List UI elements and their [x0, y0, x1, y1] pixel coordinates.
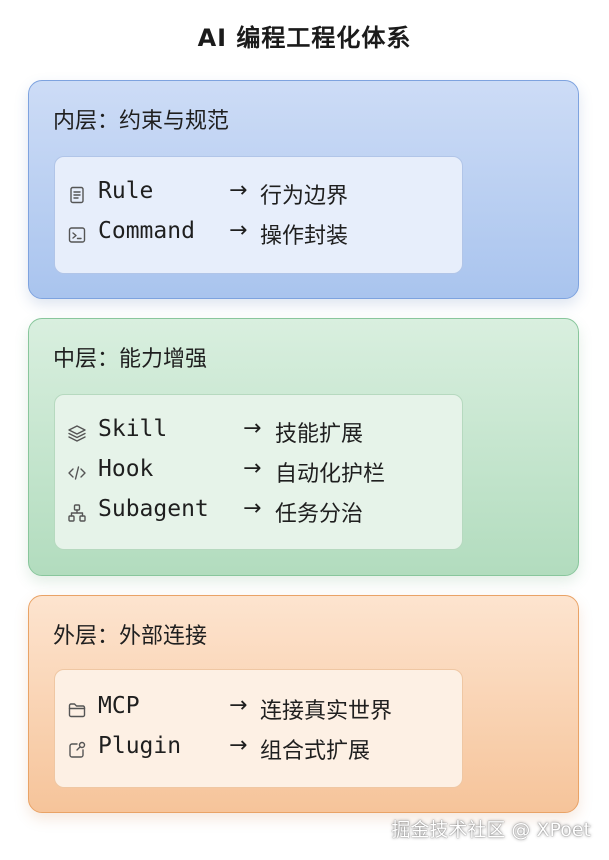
layer-middle: 中层：能力增强 Skill → 技能扩展 Hook	[28, 318, 579, 576]
item-description: 任务分治	[275, 502, 364, 527]
layer-middle-card: Skill → 技能扩展 Hook → 自动化护栏	[54, 394, 463, 550]
layer-middle-title: 中层：能力增强	[53, 347, 208, 372]
item-rule: Rule → 行为边界	[67, 176, 457, 212]
layers-stack-icon	[67, 423, 87, 443]
code-brackets-icon	[67, 463, 87, 483]
document-lines-icon	[67, 185, 87, 205]
arrow: →	[229, 218, 248, 243]
arrow: →	[229, 178, 248, 203]
layer-inner-title: 内层：约束与规范	[53, 109, 230, 134]
item-name: MCP	[98, 693, 140, 719]
item-description: 技能扩展	[275, 422, 364, 447]
item-description: 自动化护栏	[275, 462, 386, 487]
layer-outer-card: MCP → 连接真实世界 Plugin → 组合式扩展	[54, 669, 463, 788]
diagram-title: AI 编程工程化体系	[197, 24, 412, 52]
layer-outer: 外层：外部连接 MCP → 连接真实世界 Plugin →	[28, 595, 579, 813]
item-plugin: Plugin → 组合式扩展	[67, 731, 457, 767]
hierarchy-network-icon	[67, 503, 87, 523]
watermark: 掘金技术社区 @ XPoet	[391, 819, 591, 841]
item-name: Rule	[98, 178, 154, 204]
arrow: →	[243, 456, 262, 481]
item-mcp: MCP → 连接真实世界	[67, 691, 457, 727]
item-name: Subagent	[98, 496, 209, 522]
arrow: →	[229, 733, 248, 758]
layer-inner: 内层：约束与规范 Rule → 行为边界	[28, 80, 579, 299]
item-hook: Hook → 自动化护栏	[67, 454, 457, 490]
item-description: 行为边界	[260, 184, 349, 209]
item-description: 组合式扩展	[260, 739, 371, 764]
item-description: 连接真实世界	[260, 699, 393, 724]
item-subagent: Subagent → 任务分治	[67, 494, 457, 530]
item-name: Plugin	[98, 733, 182, 759]
item-name: Skill	[98, 416, 168, 442]
arrow: →	[229, 693, 248, 718]
item-name: Command	[98, 218, 195, 244]
item-skill: Skill → 技能扩展	[67, 414, 457, 450]
item-description: 操作封装	[260, 224, 349, 249]
folder-icon	[67, 700, 87, 720]
arrow: →	[243, 416, 262, 441]
arrow: →	[243, 496, 262, 521]
layer-inner-card: Rule → 行为边界 Command → 操作封装	[54, 156, 463, 274]
terminal-prompt-icon	[67, 225, 87, 245]
item-command: Command → 操作封装	[67, 216, 457, 252]
item-name: Hook	[98, 456, 154, 482]
layer-outer-title: 外层：外部连接	[53, 624, 208, 649]
plug-square-icon	[67, 740, 87, 760]
